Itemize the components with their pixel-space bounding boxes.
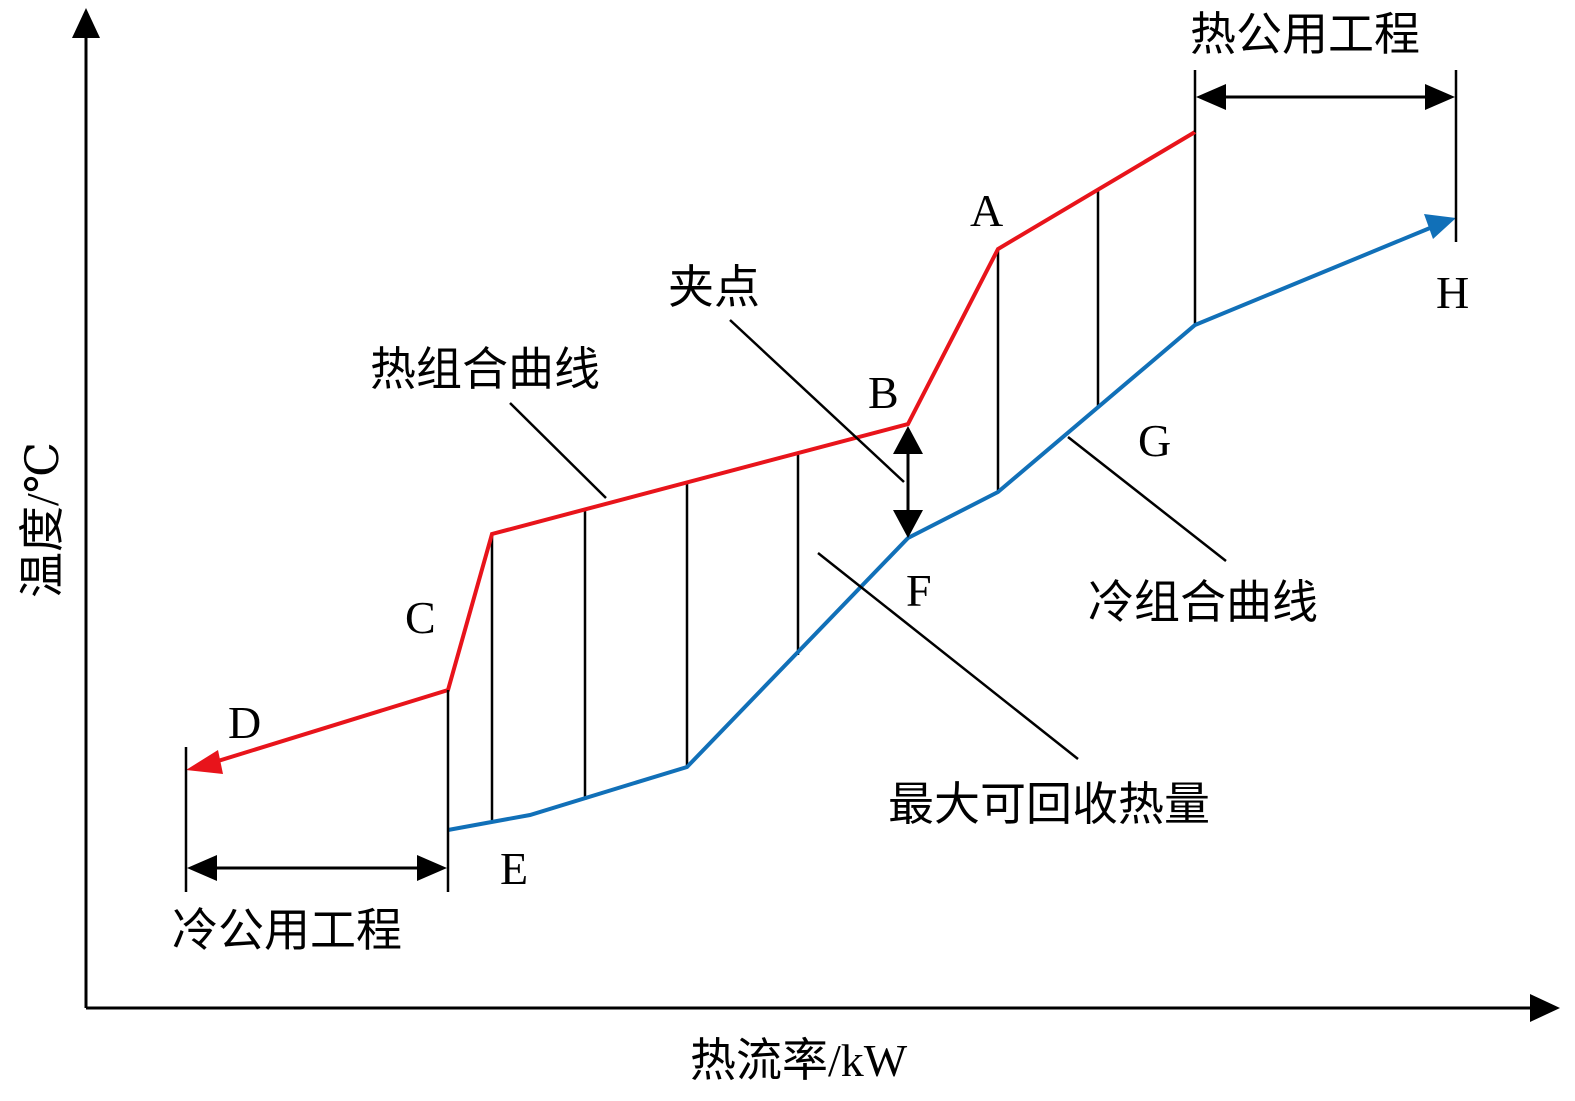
hot-utility-label: 热公用工程	[1190, 9, 1420, 60]
point-h-label: H	[1436, 267, 1469, 318]
axes	[72, 8, 1560, 1022]
cold-curve-line	[447, 226, 1431, 832]
pinch-label: 夹点	[668, 262, 760, 313]
x-axis-arrowhead	[1530, 994, 1560, 1022]
point-f-label: F	[906, 565, 932, 616]
cold-utility-label: 冷公用工程	[172, 905, 402, 956]
pinch-arrow	[893, 426, 923, 538]
x-axis-label: 热流率/kW	[690, 1035, 908, 1086]
hot-curve-line	[204, 130, 1197, 767]
hot-composite-label: 热组合曲线	[370, 344, 600, 395]
hot-curve-arrowhead	[186, 750, 223, 774]
y-axis-arrowhead	[72, 8, 100, 38]
point-c-label: C	[405, 592, 436, 643]
hot-composite-curve	[186, 130, 1197, 774]
cold-utility-dimension	[184, 690, 450, 892]
point-e-label: E	[500, 843, 528, 894]
cold-curve-arrowhead	[1424, 214, 1456, 239]
y-axis-label: 温度/℃	[17, 442, 68, 598]
cold-composite-leader	[1067, 436, 1227, 562]
max-recovery-label: 最大可回收热量	[888, 779, 1210, 830]
leader-lines	[509, 319, 1227, 760]
point-g-label: G	[1138, 415, 1171, 466]
pinch-leader	[729, 319, 905, 483]
hot-utility-dimension	[1193, 70, 1458, 242]
hot-composite-leader	[509, 402, 607, 499]
cold-composite-curve	[447, 214, 1456, 832]
point-b-label: B	[868, 367, 899, 418]
point-a-label: A	[970, 185, 1003, 236]
exchange-lines	[490, 132, 1197, 820]
max-recovery-leader	[817, 552, 1079, 760]
point-d-label: D	[228, 697, 261, 748]
cold-composite-label: 冷组合曲线	[1088, 577, 1318, 628]
